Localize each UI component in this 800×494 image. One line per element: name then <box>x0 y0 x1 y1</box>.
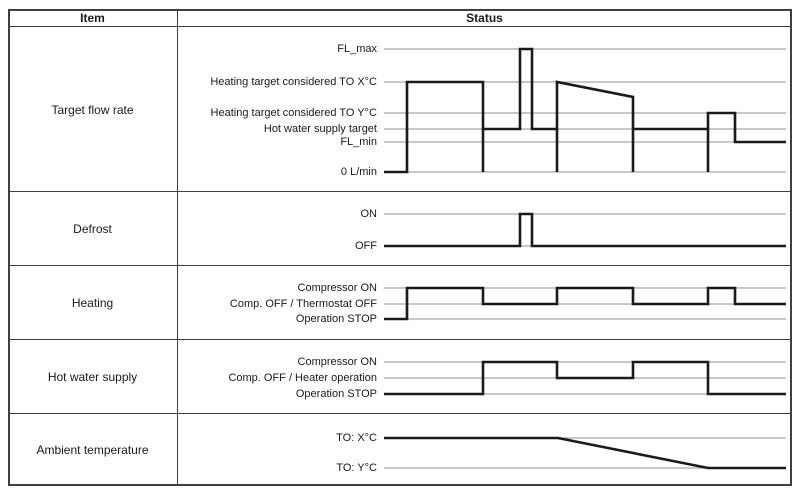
axis-label-heating: Operation STOP <box>295 313 377 325</box>
waveform-ambient-temperature <box>384 436 786 470</box>
waveform-target-flow-rate <box>384 47 786 174</box>
waveform-hot-water-supply <box>384 360 786 396</box>
row-label-target-flow-rate: Target flow rate <box>51 103 134 117</box>
axis-label-target-flow-rate: Hot water supply target <box>263 123 377 135</box>
axis-label-target-flow-rate: FL_min <box>340 136 377 148</box>
axis-label-target-flow-rate: Heating target considered TO Y°C <box>210 107 377 119</box>
row-label-heating: Heating <box>71 296 114 310</box>
waveform-defrost <box>384 212 786 248</box>
row-divider-line <box>8 413 792 414</box>
axis-label-defrost: ON <box>360 208 378 220</box>
axis-label-ambient-temperature: TO: Y°C <box>336 462 377 474</box>
header-divider-line <box>8 26 792 27</box>
axis-label-hot-water-supply: Compressor ON <box>297 356 377 368</box>
axis-label-heating: Comp. OFF / Thermostat OFF <box>229 298 377 310</box>
row-divider-line <box>8 265 792 266</box>
row-label-hot-water-supply: Hot water supply <box>47 370 138 384</box>
waveform-heating <box>384 286 786 321</box>
axis-label-defrost: OFF <box>355 240 377 252</box>
axis-label-heating: Compressor ON <box>297 282 377 294</box>
axis-label-hot-water-supply: Operation STOP <box>295 388 377 400</box>
header-status: Status <box>466 11 503 25</box>
row-label-defrost: Defrost <box>73 222 112 236</box>
row-divider-line <box>8 339 792 340</box>
row-label-ambient-temperature: Ambient temperature <box>36 443 149 457</box>
column-divider-line <box>177 9 178 486</box>
axis-label-target-flow-rate: FL_max <box>337 43 377 55</box>
axis-label-target-flow-rate: 0 L/min <box>340 166 377 178</box>
axis-label-target-flow-rate: Heating target considered TO X°C <box>210 76 377 88</box>
axis-label-ambient-temperature: TO: X°C <box>336 432 377 444</box>
row-divider-line <box>8 191 792 192</box>
axis-label-hot-water-supply: Comp. OFF / Heater operation <box>228 372 377 384</box>
header-item: Item <box>80 11 105 25</box>
table-border <box>8 9 792 486</box>
